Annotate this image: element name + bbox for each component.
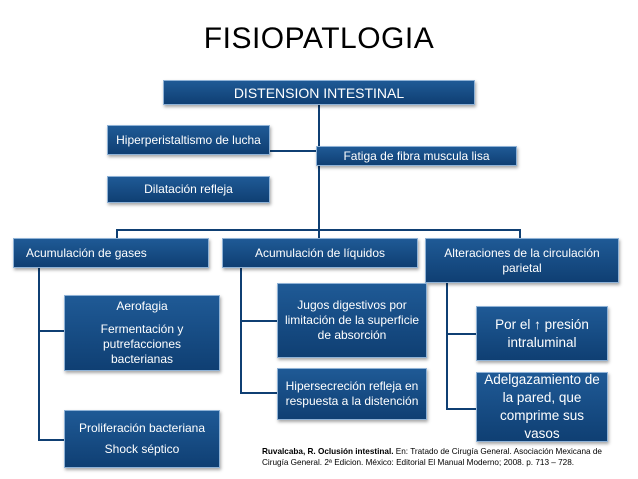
gases-child-1-line1: Aerofagia [116,299,168,313]
liquidos-tick-2 [240,392,277,394]
circulacion-vertical-line [446,283,448,410]
circulacion-tick-2 [446,408,476,410]
gases-tick-2 [38,439,64,441]
gases-child-2-line2: Shock séptico [104,442,180,456]
root-box: DISTENSION INTESTINAL [163,80,475,105]
circulacion-child-2-label: Adelgazamiento de la pared, que comprime… [484,372,600,441]
circulacion-tick-1 [446,333,476,335]
circulacion-child-1-label: Por el ↑ presión intraluminal [495,316,589,350]
branch-drop-gases [116,229,118,239]
gases-child-1-line2: Fermentación y putrefacciones bacteriana… [100,322,184,366]
branch-liquidos-label: Acumulación de líquidos [254,245,386,260]
liquidos-child-1: Jugos digestivos por limitación de la su… [277,283,427,358]
gases-child-1: Aerofagia Fermentación y putrefacciones … [64,295,220,371]
gases-tick-1 [38,330,64,332]
dilatacion-label: Dilatación refleja [144,182,233,196]
circulacion-child-1: Por el ↑ presión intraluminal [476,306,608,361]
branch-circulacion-label: Alteraciones de la circulación parietal [444,245,600,275]
branch-circulacion: Alteraciones de la circulación parietal [425,238,619,283]
root-label: DISTENSION INTESTINAL [233,84,405,101]
hiperperistaltismo-label: Hiperperistaltismo de lucha [116,132,261,147]
liquidos-child-1-label: Jugos digestivos por limitación de la su… [284,298,420,342]
fatiga-label: Fatiga de fibra muscula lisa [343,148,490,163]
root-trunk-line [318,105,320,230]
gases-child-2-line1: Proliferación bacteriana [78,421,206,435]
branch-drop-circulacion [519,229,521,239]
liquidos-child-2-label: Hipersecreción refleja en respuesta a la… [285,379,419,408]
fatiga-box: Fatiga de fibra muscula lisa [316,146,517,166]
hiperperistaltismo-box: Hiperperistaltismo de lucha [107,125,270,155]
circulacion-child-2: Adelgazamiento de la pared, que comprime… [476,372,608,442]
citation-author: Ruvalcaba, R. Oclusión intestinal. [262,447,394,456]
branch-gases: Acumulación de gases [13,238,209,268]
branch-gases-label: Acumulación de gases [26,245,147,260]
gases-child-2: Proliferación bacteriana Shock séptico [64,410,220,468]
side-connector-line [270,150,320,152]
branch-liquidos: Acumulación de líquidos [222,238,418,268]
citation-text: En: Tratado de Cirugía General. Asociaci… [262,447,602,467]
liquidos-child-2: Hipersecreción refleja en respuesta a la… [277,368,427,420]
citation: Ruvalcaba, R. Oclusión intestinal. En: T… [262,446,622,468]
dilatacion-box: Dilatación refleja [107,176,270,203]
page-title: FISIOPATLOGIA [203,22,435,55]
liquidos-tick-1 [240,320,277,322]
branch-drop-liquidos [318,229,320,239]
liquidos-vertical-line [240,268,242,393]
gases-vertical-line [38,268,40,441]
